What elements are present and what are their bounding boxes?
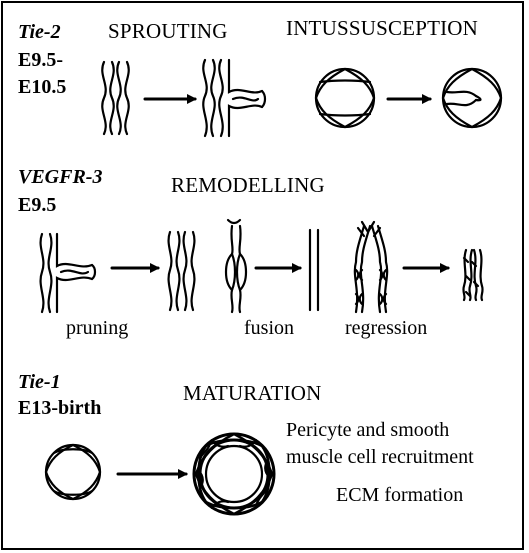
- vessel-fusion-before: [226, 220, 246, 312]
- vessel-pair-with-sprout: [203, 60, 265, 136]
- vessel-ring-after-maturation: [194, 434, 274, 514]
- vessel-ring-before-maturation: [46, 445, 100, 499]
- vessel-ring-before-intussusception: [316, 69, 374, 127]
- vessel-ring-with-pillar: [443, 69, 501, 127]
- vessel-regression-before: [355, 222, 387, 312]
- vessel-fusion-after: [310, 230, 318, 310]
- vessel-pruning-after: [169, 232, 195, 310]
- vessel-regression-after: [463, 250, 482, 300]
- vessel-pair-before-sprouting: [102, 62, 128, 134]
- vessel-pruning-before: [41, 234, 95, 312]
